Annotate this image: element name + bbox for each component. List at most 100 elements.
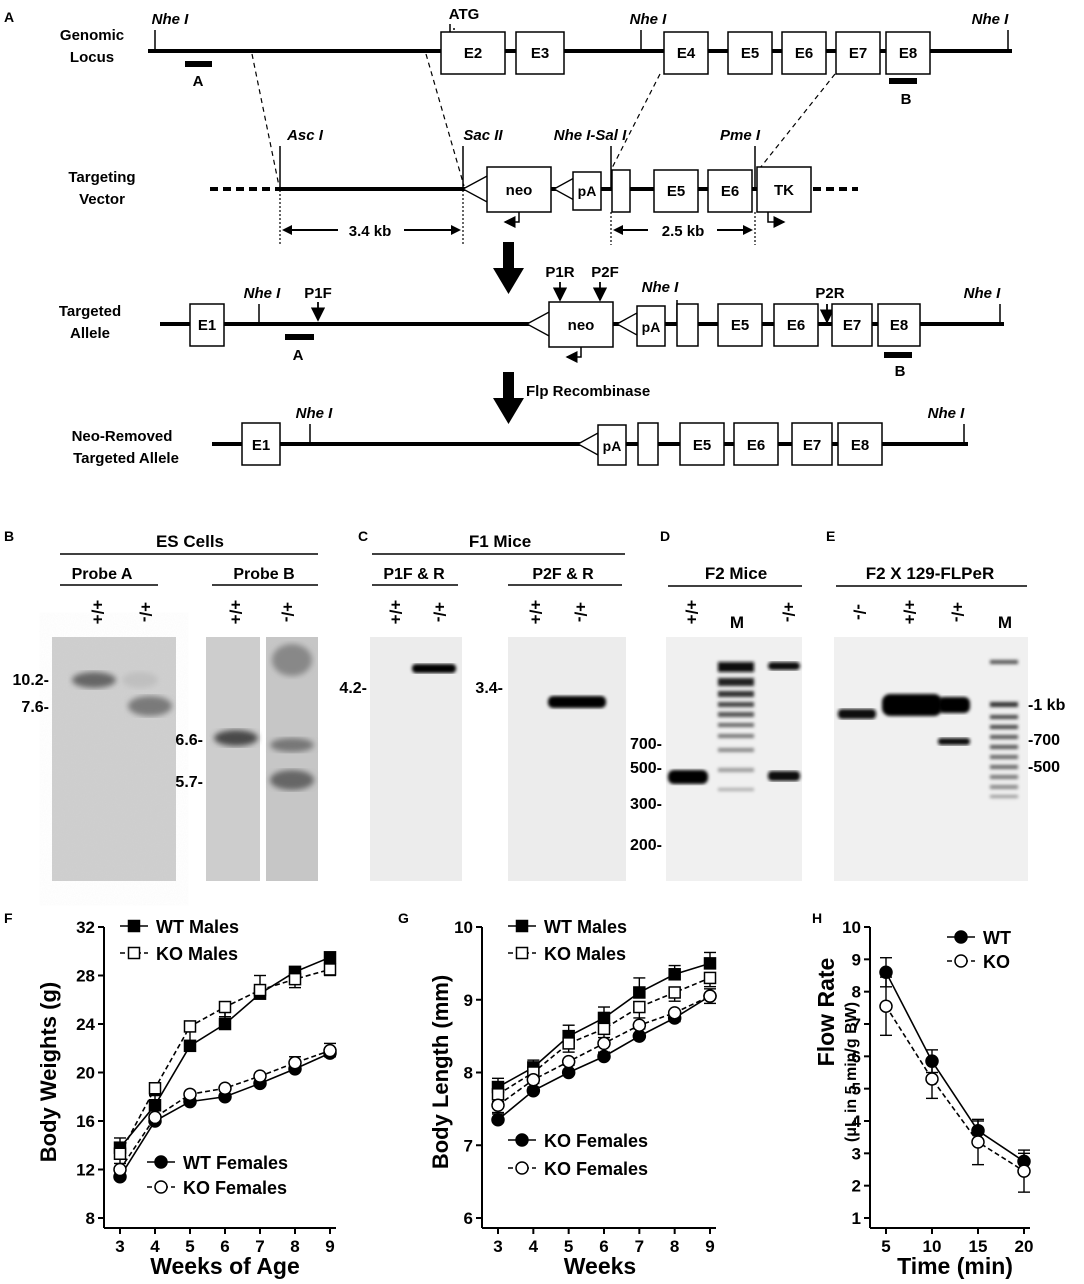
legend-entry: KO Females [508,1131,648,1151]
panel-c-f1-mice-pcr: F1 Mice P1F & R P2F & R +/+ +/- +/+ +/- … [339,532,626,881]
series-0 [879,957,1031,1171]
series-0 [113,951,337,1154]
data-point [183,1020,197,1033]
probe-a-header: Probe A [72,566,133,583]
vector-e5: E5 [667,183,685,200]
size-e-700: -700 [1028,732,1060,749]
legend-label: KO Males [544,944,626,964]
c-group-2: P2F & R [532,566,594,583]
data-point [562,1037,575,1050]
data-point [491,1113,505,1127]
asc-site: Asc I [286,127,324,144]
panel-letter-b: B [4,528,14,544]
data-point [597,1036,611,1051]
genotype-c4: +/- [571,602,590,622]
legend-entry: WT Females [147,1153,288,1173]
data-point [218,1017,232,1031]
data-point [323,1043,337,1058]
data-point [218,1000,232,1014]
x-tick-label: 8 [670,1237,679,1256]
f1-mice-title: F1 Mice [469,532,531,551]
data-point [971,1135,985,1149]
y-tick-label: 3 [852,1144,861,1163]
size-3-4: 3.4- [475,680,503,697]
legend-entry: WT Males [508,917,627,937]
data-point [491,1098,505,1112]
panel-letter-f: F [4,910,13,926]
data-point [633,1000,646,1014]
vector-pa: pA [578,183,597,199]
genotype-c2: +/- [430,602,449,622]
data-point [597,1011,611,1025]
exon-e5: E5 [741,45,759,62]
panel-b-es-cells-southern: ES Cells Probe A Probe B +/+ +/- +/+ +/-… [13,532,318,881]
genotype-b4: +/- [278,602,297,622]
legend-marker [954,930,968,944]
exon-e2: E2 [464,45,482,62]
size-1kb: -1 kb [1028,697,1066,714]
exon-e7: E7 [849,45,867,62]
size-5-7: 5.7- [175,774,203,791]
vector-neo: neo [506,182,533,199]
nhe-site-2: Nhe I [630,11,668,28]
y-tick-label: 20 [76,1064,95,1083]
nhe-site-3: Nhe I [972,11,1010,28]
vector-e6: E6 [721,183,739,200]
y-tick-label: 5 [852,1080,861,1099]
primer-p2f: P2F [591,264,619,281]
c-group-1: P1F & R [383,566,445,583]
targeted-nhe-2: Nhe I [642,279,680,296]
primer-p2r: P2R [815,285,844,302]
genotype-c3: +/+ [526,600,545,625]
series-line [885,971,1025,1163]
data-point [218,1081,232,1096]
x-tick-label: 3 [115,1237,124,1256]
size-e-500: -500 [1028,759,1060,776]
legend-marker [515,1161,529,1175]
data-point [183,1039,197,1053]
x-axis-label: Weeks of Age [150,1253,300,1279]
targeted-nhe-1: Nhe I [244,285,282,302]
nhe-site-1: Nhe I [152,11,190,28]
data-point [597,1022,611,1036]
size-500: 500- [630,760,662,777]
vector-label-2: Vector [79,191,125,208]
data-point [526,1073,541,1087]
x-tick-label: 10 [923,1237,942,1256]
neo-removed-nhe-2: Nhe I [928,405,966,422]
legend-label: KO Females [544,1159,648,1179]
targeted-label-2: Allele [70,325,110,342]
data-point [288,1056,302,1070]
lane-e1: -/- [850,604,869,620]
targeted-e8: E8 [890,317,908,334]
targeted-e7: E7 [843,317,861,334]
panel-letter-d: D [660,528,670,544]
series-1 [113,963,337,1165]
y-tick-label: 2 [852,1177,861,1196]
y-tick-label: 1 [852,1209,861,1228]
series-1 [879,976,1031,1193]
data-point [491,1088,505,1101]
y-tick-label: 28 [76,967,95,986]
x-axis-label: Time (min) [897,1253,1013,1279]
data-point [703,957,717,970]
y-axis-label: Body Length (mm) [428,975,453,1169]
y-tick-label: 8 [86,1209,95,1228]
vector-tk: TK [774,182,794,199]
legend-entry: KO [947,952,1010,972]
y-tick-label: 7 [464,1136,473,1155]
legend-marker [515,946,529,960]
data-point [148,1110,162,1125]
legend-marker [154,1155,168,1169]
y-tick-label: 16 [76,1112,95,1131]
panel-a-gene-targeting-diagram: Genomic Locus Nhe I Nhe I Nhe I ATG E2 E… [59,6,1012,467]
data-point [148,1082,162,1095]
genotype-b1: +/+ [88,600,107,625]
neo-removed-e5: E5 [693,437,711,454]
x-tick-label: 15 [969,1237,988,1256]
sac-site: Sac II [463,127,503,144]
data-point [633,986,646,999]
x-tick-label: 5 [881,1237,890,1256]
